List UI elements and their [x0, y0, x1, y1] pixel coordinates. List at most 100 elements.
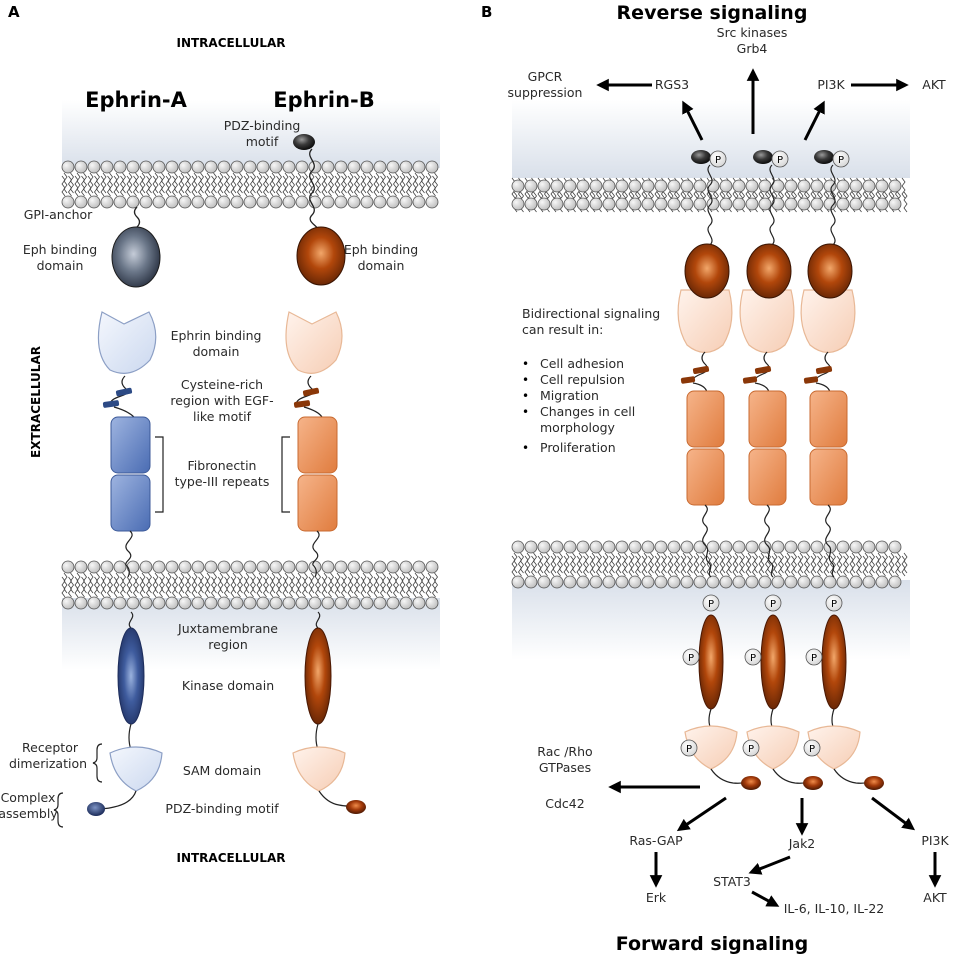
lipid-head — [360, 195, 374, 209]
lipid-head — [706, 540, 720, 554]
lipid-head — [386, 560, 400, 574]
fibronectin-repeat — [686, 448, 725, 506]
lipid-head — [693, 575, 707, 589]
lipid-head — [100, 596, 114, 610]
lipid-head — [61, 160, 75, 174]
rac-rho-label-2: GTPases — [539, 760, 591, 775]
lipid-head — [797, 540, 811, 554]
lipid-head — [334, 560, 348, 574]
lipid-head — [719, 575, 733, 589]
fibronectin-label-1: Fibronectin — [188, 458, 257, 473]
lipid-head — [74, 560, 88, 574]
lipid-head — [875, 540, 889, 554]
lipid-head — [797, 197, 811, 211]
lipid-head — [862, 540, 876, 554]
eph-binding-left-label-2: domain — [37, 258, 84, 273]
lipid-head — [152, 195, 166, 209]
lipid-head — [139, 560, 153, 574]
lipid-head — [113, 560, 127, 574]
lipid-head — [563, 197, 577, 211]
lipid-head — [576, 575, 590, 589]
lipid-head — [745, 197, 759, 211]
arrow-to-pi3k — [803, 100, 825, 141]
eph-binding-left-label-1: Eph binding — [23, 242, 97, 257]
lipid-head — [87, 160, 101, 174]
lipid-head — [667, 575, 681, 589]
outcome-4-cont: morphology — [540, 420, 616, 435]
lipid-head — [334, 195, 348, 209]
lipid-head — [321, 596, 335, 610]
kinase-domain-label: Kinase domain — [182, 678, 274, 693]
lipid-head — [126, 195, 140, 209]
lipid-head — [204, 195, 218, 209]
lipid-head — [126, 596, 140, 610]
lipid-head — [706, 197, 720, 211]
erk-label: Erk — [646, 890, 667, 905]
ephb-ephrin-binding-domain — [285, 311, 343, 374]
lipid-head — [269, 160, 283, 174]
cysteine-rich-region — [754, 365, 772, 375]
lipid-head — [243, 596, 257, 610]
ligand-pdz-motif — [814, 150, 834, 164]
bullet-1: • — [522, 357, 529, 371]
lipid-head — [347, 160, 361, 174]
ephb-fibronectin-repeat-2 — [297, 474, 338, 532]
lipid-head — [217, 160, 231, 174]
lipid-head — [412, 195, 426, 209]
lipid-head — [602, 179, 616, 193]
pdz-binding-motif — [803, 776, 823, 790]
phospho-site — [803, 739, 821, 757]
lipid-head — [321, 195, 335, 209]
lipid-head — [165, 560, 179, 574]
lipid-head — [589, 179, 603, 193]
cysteine-rich-region — [742, 376, 758, 384]
cysteine-rich-label-1: Cysteine-rich — [181, 377, 263, 392]
lipid-head — [139, 596, 153, 610]
outcome-4: Changes in cell — [540, 404, 635, 419]
lipid-head — [386, 596, 400, 610]
ephb-linker-2 — [303, 406, 323, 418]
bullet-5: • — [522, 441, 529, 455]
lipid-head — [511, 540, 525, 554]
lipid-head — [732, 197, 746, 211]
phospho-site — [825, 594, 843, 612]
lipid-head — [810, 575, 824, 589]
ligand-pdz-motif — [753, 150, 773, 164]
lipid-head — [126, 160, 140, 174]
src-kinases-label-2: Grb4 — [737, 41, 768, 56]
lipid-head — [139, 195, 153, 209]
lipid-head — [399, 596, 413, 610]
lipid-head — [810, 197, 824, 211]
epha-fibronectin-repeat-1 — [110, 416, 151, 474]
lipid-head — [256, 596, 270, 610]
lipid-head — [693, 197, 707, 211]
fibronectin-repeat — [686, 390, 725, 448]
lipid-head — [152, 596, 166, 610]
lipid-head — [823, 197, 837, 211]
lipid-head — [797, 575, 811, 589]
panel-b: B Reverse signaling Forward signaling GP… — [481, 2, 949, 955]
phospho-label: P — [777, 155, 783, 166]
lipid-head — [654, 540, 668, 554]
lipid-head — [204, 596, 218, 610]
outcome-3: Migration — [540, 388, 599, 403]
lipid-head — [360, 596, 374, 610]
arrow-jak2-to-stat3 — [748, 855, 791, 875]
lipid-tails — [61, 172, 438, 197]
lipid-head — [113, 195, 127, 209]
lipid-head — [667, 540, 681, 554]
ligand-eph-binding-domain — [684, 243, 730, 299]
lipid-head — [771, 179, 785, 193]
phospho-label: P — [750, 653, 756, 664]
rgs3-label: RGS3 — [655, 77, 689, 92]
epha-cysteine-rich-2 — [102, 400, 120, 408]
sam-domain-label: SAM domain — [183, 763, 261, 778]
arrow-to-pi3k-bottom — [871, 796, 916, 831]
receptor-dimerization-label-2: dimerization — [9, 756, 87, 771]
phospho-label: P — [831, 599, 837, 610]
reverse-shade — [512, 100, 910, 178]
lipid-head — [706, 179, 720, 193]
src-kinases-label-1: Src kinases — [717, 25, 788, 40]
lipid-head — [347, 596, 361, 610]
